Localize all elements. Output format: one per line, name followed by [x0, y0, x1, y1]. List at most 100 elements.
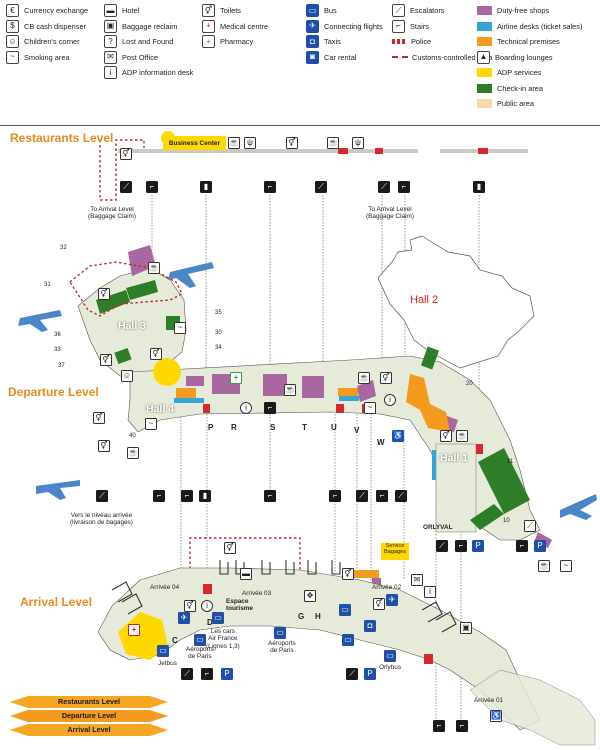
hall-1-area: [435, 443, 477, 533]
legend-label: Post Office: [122, 52, 159, 62]
legend-item: Airline desks (ticket sales): [477, 19, 582, 35]
customs-areas: [69, 139, 301, 587]
hall-2-label: Hall 2: [410, 294, 439, 306]
gate-s: S: [270, 423, 276, 432]
smoking-area-icon: ~: [560, 560, 572, 572]
stairs-icon: ⌐: [264, 490, 276, 502]
legend-item: €Currency exchange: [6, 3, 88, 19]
legend-label: Boarding lounges: [495, 52, 553, 62]
legend-item: Customs-controlled area: [392, 50, 493, 66]
toilets-icon: ⚥: [120, 148, 132, 160]
map-legend: €Currency exchange$CB cash dispenser☺Chi…: [0, 0, 600, 124]
hotel-icon: ▬: [240, 568, 252, 580]
legend-label: Baggage reclaim: [122, 21, 178, 31]
parking-icon: P: [364, 668, 376, 680]
legend-label: Connecting flights: [324, 21, 383, 31]
legend-label: Check-in area: [497, 83, 544, 93]
gate-w: W: [377, 438, 385, 447]
legend-item: ⟋Escalators: [392, 3, 493, 19]
legend-divider: [0, 125, 600, 126]
legend-item: ◙Car rental: [306, 50, 383, 66]
legend-column-1: €Currency exchange$CB cash dispenser☺Chi…: [6, 3, 88, 65]
bus-icon: ▭: [194, 634, 206, 646]
toilets-icon: ⚥: [184, 600, 196, 612]
airline-desks: [174, 396, 436, 480]
lounge-number-10: 10: [503, 518, 510, 524]
parking-icon: P: [472, 540, 484, 552]
stairs-icon: ⌐: [376, 490, 388, 502]
bus-icon: ▭: [212, 612, 224, 624]
stairs-icon: ⌐: [516, 540, 528, 552]
toilets-icon: ⚥: [342, 568, 354, 580]
stairs-icon: ⌐: [264, 181, 276, 193]
childrens-corner-icon: ☺: [6, 35, 19, 49]
legend-item: Police: [392, 34, 493, 50]
arrival-police-02: [424, 654, 433, 664]
gate-u: U: [331, 423, 337, 432]
hall-1-label: Hall 1: [440, 452, 469, 464]
parking-icon: P: [534, 540, 546, 552]
escalator-icon: ⟋: [395, 490, 407, 502]
legend-label: Toilets: [220, 6, 241, 16]
legend-item: +Pharmacy: [202, 34, 268, 50]
legend-label: Taxis: [324, 37, 341, 47]
hotel-icon: ☕: [148, 262, 160, 274]
orlyval-label: ORLYVAL: [423, 524, 453, 531]
legend-item: ✉Post Office: [104, 50, 193, 66]
legend-item: ⚥ Toilets: [202, 3, 268, 19]
baggage-reclaim-icon: ▣: [104, 19, 117, 33]
connecting-flights-icon: ✈: [178, 612, 190, 624]
lounge-number-36: 36: [54, 332, 61, 338]
legend-item: Technical premises: [477, 34, 582, 50]
legend-column-3: ⚥Toilets+Medical centre+Pharmacy: [202, 3, 268, 50]
legend-swatch: [477, 99, 492, 109]
business-center-label: Business Center: [163, 136, 226, 150]
cafe-icon: ☕: [358, 372, 370, 384]
to-arrival-label-right: To Arrival Level (Baggage Claim): [366, 206, 414, 221]
toilets-icon: ⚥: [286, 137, 298, 149]
toilets-icon: ⚥: [373, 598, 385, 610]
stairs-icon: ⌐: [146, 181, 158, 193]
service-bagages-label: Service Bagages: [381, 543, 409, 560]
toilets-icon: ⚥: [380, 372, 392, 384]
legend-label: Customs-controlled area: [412, 52, 493, 62]
wheelchair-icon: ♿: [490, 710, 502, 722]
legend-swatch: [477, 68, 492, 78]
lounge-number-35: 35: [215, 310, 222, 316]
escalator-icon: ⟋: [378, 181, 390, 193]
gate-p: P: [208, 423, 214, 432]
legend-item: ◘Taxis: [306, 34, 383, 50]
legend-label: Children's corner: [24, 37, 80, 47]
restaurants-level-heading: Restaurants Level: [10, 131, 114, 145]
bus-icon: ▭: [342, 634, 354, 646]
stairs-icon: ⌐: [329, 490, 341, 502]
aeroports-paris-label-2: Aéroports de Paris: [268, 640, 296, 655]
bus-icon: ▭: [384, 650, 396, 662]
accessibility-icon: ♿: [392, 430, 404, 442]
lounge-number-31: 31: [44, 282, 51, 288]
bus-icon: ▭: [157, 645, 169, 657]
hotel-icon: ▬: [104, 4, 117, 18]
hall-2-outline: [377, 235, 535, 369]
legend-label: Currency exchange: [24, 6, 89, 16]
escalator-icon: ⟋: [524, 520, 536, 532]
legend-label: ADP information desk: [122, 68, 194, 78]
to-arrival-label-left: To Arrival Level (Baggage Claim): [88, 206, 136, 221]
car-rental-icon: ◙: [306, 50, 319, 64]
legend-item: ▬Hotel: [104, 3, 193, 19]
toilets-icon: ⚥: [98, 288, 110, 300]
toilets-icon: ⚥: [202, 4, 215, 18]
level-band-departure: Departure Level: [61, 711, 117, 720]
information-desk-icon: i: [201, 600, 213, 612]
les-cars-air-france-label: Les cars Air France (Lignes 1,3): [206, 628, 240, 650]
legend-swatch: [477, 6, 492, 16]
information-desk-icon: i: [384, 394, 396, 406]
cutlery-icon: ψ: [352, 137, 364, 149]
lounge-number-34: 34: [215, 345, 222, 351]
arrival-right-wing: [469, 669, 596, 746]
toilets-icon: ⚥: [224, 542, 236, 554]
legend-item: ▲Boarding lounges: [477, 50, 582, 66]
escalator-icon: ⟋: [181, 668, 193, 680]
arrival-police-04: [203, 584, 212, 594]
